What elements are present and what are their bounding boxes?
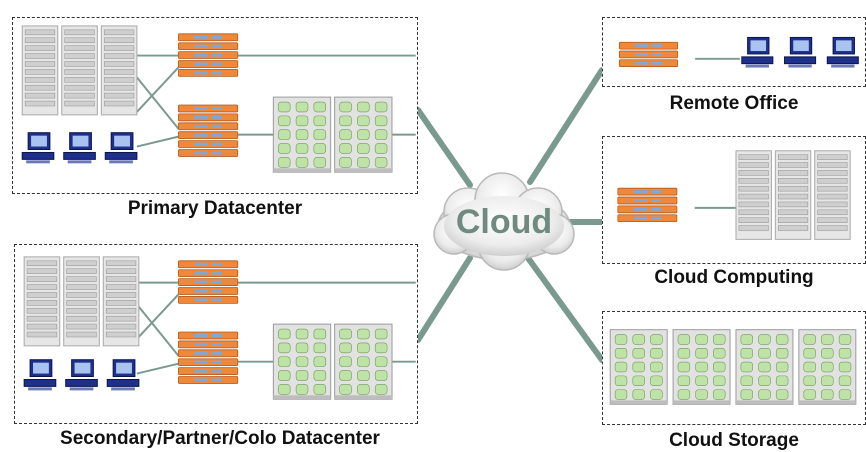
desktop-computer-icon xyxy=(21,132,138,164)
primary-datacenter-contents xyxy=(21,25,416,173)
desktop-computer-icon xyxy=(23,359,140,391)
cloud: Cloud xyxy=(424,170,584,274)
network-switch-icon xyxy=(618,41,679,68)
server-rack-icon xyxy=(735,150,851,240)
server-rack-icon xyxy=(21,25,138,116)
link-secondary-cloud xyxy=(415,255,473,343)
primary-datacenter-label: Primary Datacenter xyxy=(127,198,303,219)
network-switch-icon xyxy=(177,260,239,384)
remote-office-box xyxy=(602,17,866,87)
cloud-storage-label: Cloud Storage xyxy=(669,430,799,451)
secondary-datacenter-contents xyxy=(23,256,416,400)
cloud-computing-contents xyxy=(617,150,851,240)
link-remote-cloud xyxy=(527,67,605,185)
remote-office-contents xyxy=(618,36,859,69)
cloud-storage-box xyxy=(602,311,866,425)
cloud-storage-contents xyxy=(609,329,857,405)
network-switch-icon xyxy=(177,33,239,157)
storage-array-icon xyxy=(609,329,857,405)
primary-datacenter-box xyxy=(12,17,418,194)
remote-office-label: Remote Office xyxy=(669,93,799,114)
secondary-datacenter-box xyxy=(14,244,418,424)
storage-array-icon xyxy=(272,323,393,400)
cloud-icon xyxy=(433,172,575,271)
server-rack-icon xyxy=(23,256,140,347)
cloud-computing-label: Cloud Computing xyxy=(654,267,814,288)
desktop-computer-icon xyxy=(741,36,859,69)
link-storage-cloud xyxy=(525,255,605,363)
link-primary-cloud xyxy=(415,107,473,188)
storage-array-icon xyxy=(272,96,393,173)
cloud-computing-box xyxy=(602,136,866,264)
secondary-datacenter-label: Secondary/Partner/Colo Datacenter xyxy=(60,428,380,449)
network-switch-icon xyxy=(617,187,678,223)
